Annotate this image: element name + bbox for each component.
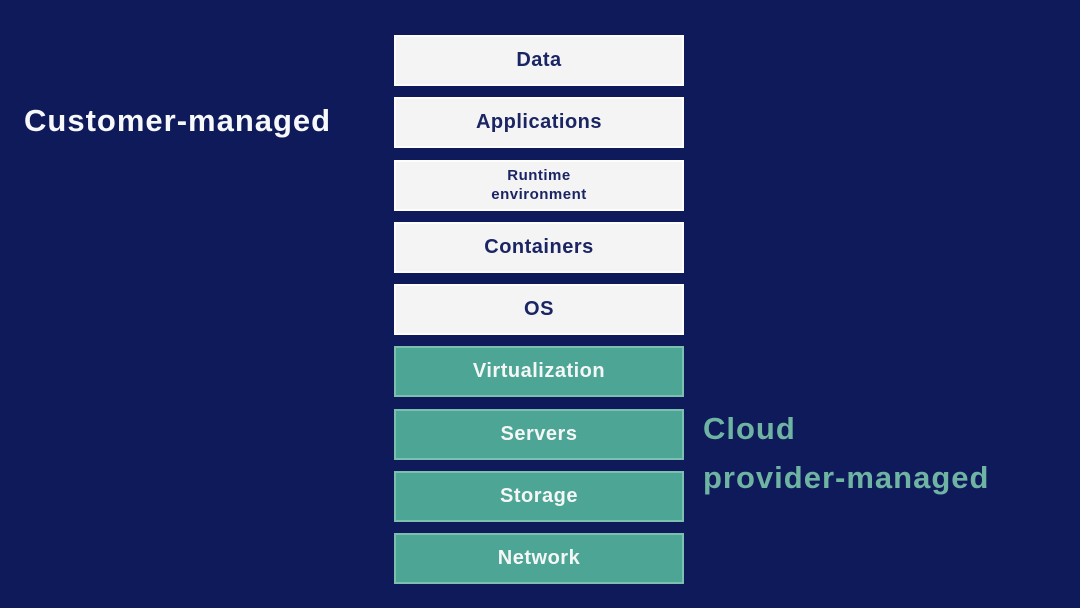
layer-network: Network [394, 533, 684, 584]
layer-label: Storage [500, 484, 578, 507]
layer-storage: Storage [394, 470, 684, 522]
layer-applications: Applications [394, 97, 684, 149]
layer-label: OS [524, 298, 554, 320]
layer-label: Applications [475, 111, 602, 134]
layer-label: Virtualization [472, 360, 606, 383]
layer-runtime-environment: Runtime environment [394, 159, 684, 211]
layer-label: Runtime environment [491, 166, 587, 204]
layer-servers: Servers [394, 408, 684, 460]
layer-virtualization: Virtualization [394, 346, 684, 398]
layer-label: Servers [500, 422, 578, 445]
layer-label: Data [516, 49, 562, 71]
layer-os: OS [394, 284, 684, 335]
layer-label: Network [497, 547, 581, 569]
customer-managed-label: Customer-managed [24, 103, 332, 138]
layer-containers: Containers [394, 221, 684, 273]
layer-data: Data [394, 35, 684, 86]
layer-label: Containers [484, 235, 594, 258]
cloud-provider-managed-label: Cloud provider-managed [703, 411, 990, 495]
